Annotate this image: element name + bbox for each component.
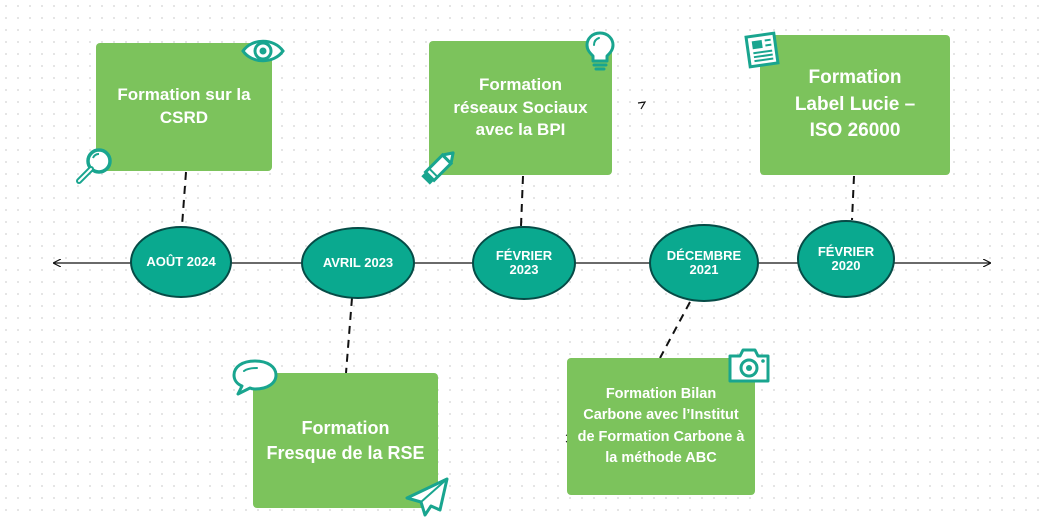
node-label: AVRIL 2023 <box>322 255 394 271</box>
node-label: AOÛT 2024 <box>146 254 216 270</box>
card-formation-label-lucie: Formation Label Lucie – ISO 26000 <box>760 35 950 175</box>
connector-decembre-2021 <box>659 301 691 359</box>
node-label: DÉCEMBRE 2021 <box>666 248 742 277</box>
timeline-node-fevrier-2023: FÉVRIER 2023 <box>472 226 576 300</box>
camera-icon <box>728 348 770 383</box>
paper-plane-icon <box>405 477 449 517</box>
lightbulb-icon <box>585 31 615 71</box>
connector-aout-2024 <box>181 171 187 227</box>
card-formation-fresque-rse: Formation Fresque de la RSE <box>253 373 438 508</box>
newspaper-icon <box>744 31 780 69</box>
card-text: Formation sur la CSRD <box>117 85 251 127</box>
node-label: FÉVRIER 2020 <box>817 244 875 273</box>
card-formation-bilan-carbone: Formation Bilan Carbone avec l’Institut … <box>567 358 755 495</box>
timeline-node-fevrier-2020: FÉVRIER 2020 <box>797 220 895 298</box>
timeline-node-decembre-2021: DÉCEMBRE 2021 <box>649 224 759 302</box>
node-label: FÉVRIER 2023 <box>495 248 553 277</box>
connector-fevrier-2020 <box>851 175 855 221</box>
card-formation-csrd: Formation sur la CSRD <box>96 43 272 171</box>
connector-fevrier-2023 <box>520 175 524 227</box>
timeline-node-avril-2023: AVRIL 2023 <box>301 227 415 299</box>
small-arrow-mark <box>637 101 647 110</box>
card-text: Formation Bilan Carbone avec l’Institut … <box>577 386 745 466</box>
speech-bubble-icon <box>232 359 278 396</box>
timeline-node-aout-2024: AOÛT 2024 <box>130 226 232 298</box>
eye-icon <box>241 39 285 63</box>
magnifier-icon <box>76 148 112 184</box>
card-text: Formation Label Lucie – ISO 26000 <box>794 67 916 142</box>
connector-avril-2023 <box>345 297 353 374</box>
card-text: Formation réseaux Sociaux avec la BPI <box>453 74 588 140</box>
card-formation-reseaux-sociaux: Formation réseaux Sociaux avec la BPI <box>429 41 612 175</box>
card-text: Formation Fresque de la RSE <box>266 418 425 463</box>
pencil-icon <box>421 151 455 185</box>
